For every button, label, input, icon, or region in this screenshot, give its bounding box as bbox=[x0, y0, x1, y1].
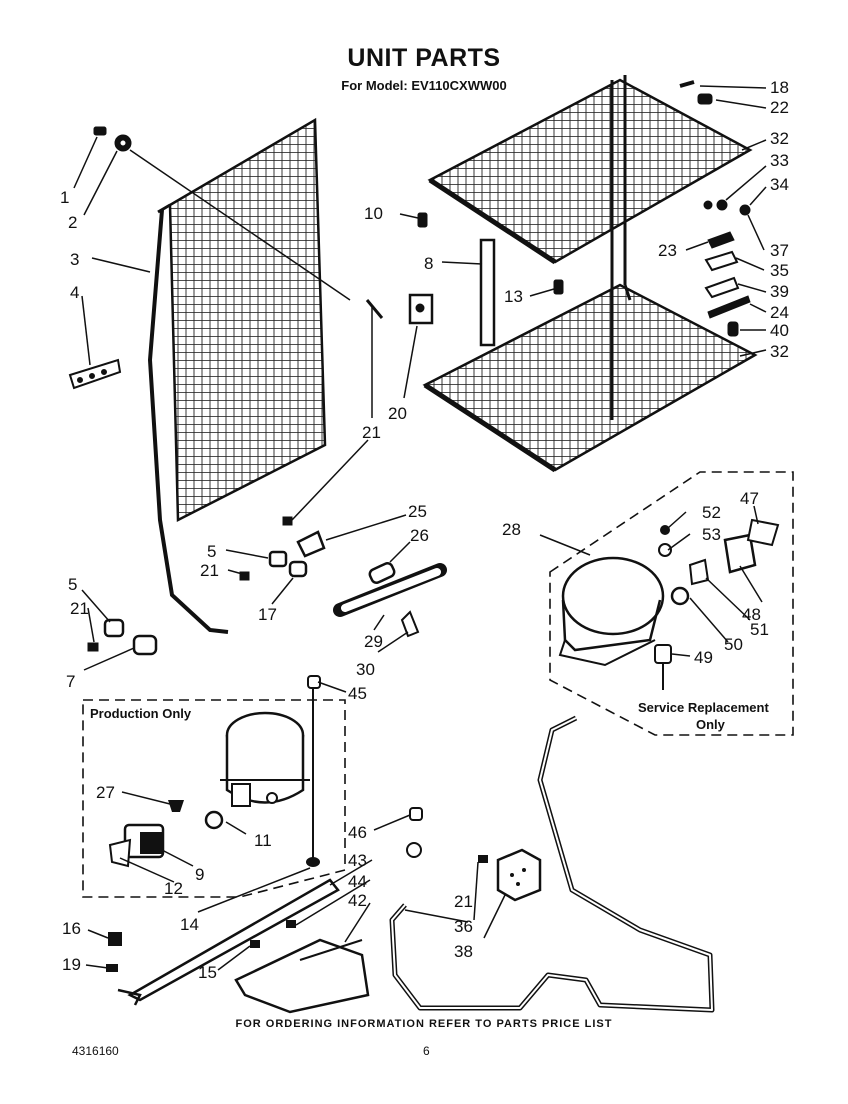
callout-45: 45 bbox=[348, 684, 367, 703]
callout-47: 47 bbox=[740, 489, 759, 508]
production-only-label: Production Only bbox=[90, 706, 192, 721]
callout-12: 12 bbox=[164, 879, 183, 898]
callout-43: 43 bbox=[348, 851, 367, 870]
callout-4: 4 bbox=[70, 283, 79, 302]
evaporator-frame bbox=[610, 75, 632, 420]
callout-19: 19 bbox=[62, 955, 81, 974]
callout-37: 37 bbox=[770, 241, 789, 260]
callout-18: 18 bbox=[770, 78, 789, 97]
hardware-parts bbox=[68, 80, 751, 689]
callout-30: 30 bbox=[356, 660, 375, 679]
callout-14: 14 bbox=[180, 915, 199, 934]
callout-3: 3 bbox=[70, 250, 79, 269]
drain-tube bbox=[389, 715, 715, 1013]
base-rail-and-drain-pan bbox=[106, 878, 370, 1014]
service-replacement-only-label: Only bbox=[696, 717, 726, 732]
box-labels: Production Only Service Replacement Only bbox=[90, 700, 769, 732]
service-replacement-box bbox=[549, 471, 794, 736]
callout-21-upper: 21 bbox=[362, 423, 381, 442]
callout-11: 11 bbox=[254, 831, 272, 850]
callout-24: 24 bbox=[770, 303, 789, 322]
callout-42: 42 bbox=[348, 891, 367, 910]
callout-53: 53 bbox=[702, 525, 721, 544]
callout-26: 26 bbox=[410, 526, 429, 545]
model-subtitle: For Model: EV110CXWW00 bbox=[341, 78, 507, 93]
callout-23: 23 bbox=[658, 241, 677, 260]
production-only-box bbox=[82, 688, 346, 898]
callout-48: 48 bbox=[742, 605, 761, 624]
callout-32-lower: 32 bbox=[770, 342, 789, 361]
callout-51: 51 bbox=[750, 620, 769, 639]
callout-35: 35 bbox=[770, 261, 789, 280]
leader-lines bbox=[73, 85, 767, 971]
tube-part-8 bbox=[479, 238, 496, 347]
callout-39: 39 bbox=[770, 282, 789, 301]
callout-52: 52 bbox=[702, 503, 721, 522]
callout-5-left: 5 bbox=[68, 575, 77, 594]
callout-1: 1 bbox=[60, 188, 69, 207]
callout-34: 34 bbox=[770, 175, 789, 194]
callout-16: 16 bbox=[62, 919, 81, 938]
callout-38: 38 bbox=[454, 942, 473, 961]
callout-28: 28 bbox=[502, 520, 521, 539]
document-number: 4316160 bbox=[72, 1044, 119, 1058]
callout-8: 8 bbox=[424, 254, 433, 273]
callout-17: 17 bbox=[258, 605, 277, 624]
callout-20: 20 bbox=[388, 404, 407, 423]
service-replacement-label: Service Replacement bbox=[638, 700, 769, 715]
callout-36: 36 bbox=[454, 917, 473, 936]
callout-22: 22 bbox=[770, 98, 789, 117]
callout-46: 46 bbox=[348, 823, 367, 842]
callout-13: 13 bbox=[504, 287, 523, 306]
callout-15: 15 bbox=[198, 963, 217, 982]
callout-50: 50 bbox=[724, 635, 743, 654]
callout-40: 40 bbox=[770, 321, 789, 340]
callout-21-mid: 21 bbox=[200, 561, 219, 580]
evaporator-upper-coil bbox=[427, 78, 753, 265]
callout-33: 33 bbox=[770, 151, 789, 170]
callout-10: 10 bbox=[364, 204, 383, 223]
page-number: 6 bbox=[423, 1044, 430, 1058]
callout-21-lower: 21 bbox=[454, 892, 473, 911]
callout-29: 29 bbox=[364, 632, 383, 651]
callout-labels: 1 2 3 4 5 5 7 8 9 10 11 12 13 14 15 16 1… bbox=[60, 78, 789, 982]
callout-32-upper: 32 bbox=[770, 129, 789, 148]
page-title: UNIT PARTS bbox=[347, 44, 501, 72]
callout-49: 49 bbox=[694, 648, 713, 667]
callout-21-left: 21 bbox=[70, 599, 89, 618]
callout-27: 27 bbox=[96, 783, 115, 802]
condenser-coil bbox=[147, 117, 327, 634]
evaporator-lower-coil bbox=[422, 283, 758, 473]
terminal-box bbox=[406, 807, 542, 902]
ordering-note: FOR ORDERING INFORMATION REFER TO PARTS … bbox=[235, 1018, 613, 1030]
callout-44: 44 bbox=[348, 872, 367, 891]
callout-5-mid: 5 bbox=[207, 542, 216, 561]
callout-7: 7 bbox=[66, 672, 75, 691]
callout-2: 2 bbox=[68, 213, 77, 232]
callout-25: 25 bbox=[408, 502, 427, 521]
callout-9: 9 bbox=[195, 865, 204, 884]
